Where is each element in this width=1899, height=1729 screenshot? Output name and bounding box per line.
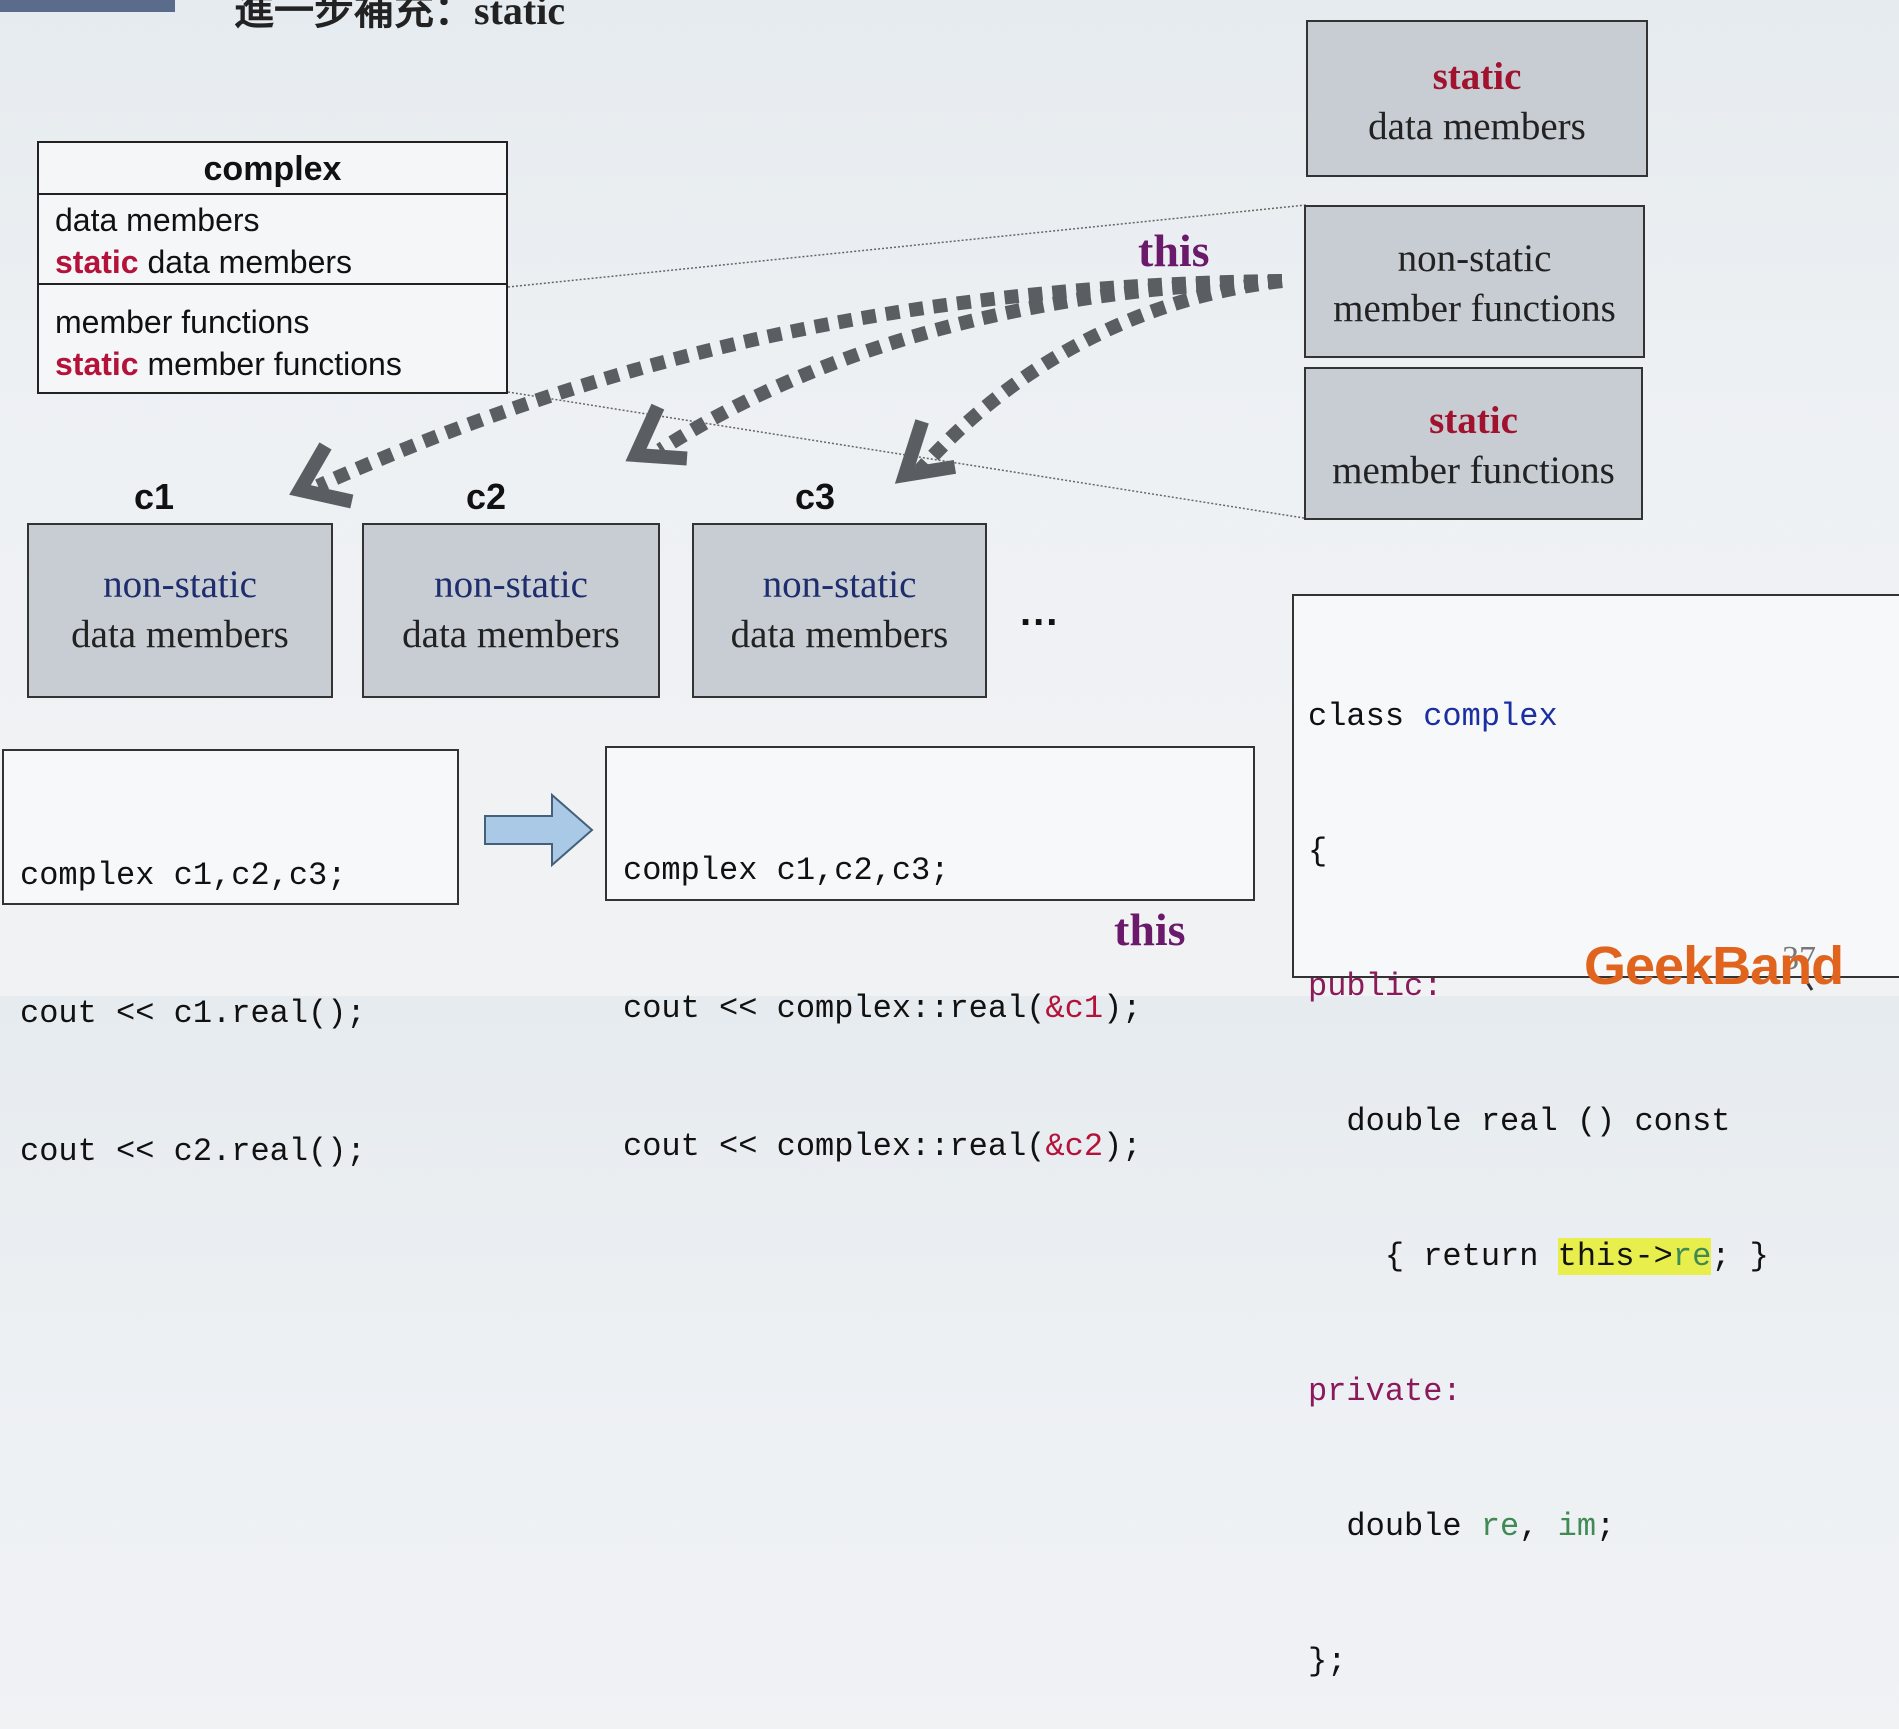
code-line: complex c1,c2,c3; <box>623 852 950 889</box>
code-text: ; <box>1596 1508 1616 1545</box>
address-of-c2: &c2 <box>1045 1128 1104 1165</box>
code-line: cout << c2.real(); <box>20 1133 366 1170</box>
access-specifier-private: private: <box>1308 1373 1462 1410</box>
static-keyword: static <box>55 244 139 280</box>
code-line: double re, im; <box>1308 1504 1899 1549</box>
code-text: cout << complex::real( <box>623 1128 1046 1165</box>
code-line: { return this->re; } <box>1308 1234 1899 1279</box>
member-im: im <box>1557 1508 1597 1545</box>
member-re: re <box>1672 1238 1712 1275</box>
class-definition-code: class complex { public: double real () c… <box>1292 594 1899 1680</box>
code-after: complex c1,c2,c3; cout << complex::real(… <box>605 746 1255 1165</box>
code-text: ); <box>1103 1128 1142 1165</box>
this-arrow-c2-head <box>625 403 688 466</box>
uml-static-func-line: static member functions <box>55 343 506 385</box>
uml-class-name: complex <box>39 143 506 195</box>
page-number: 37 <box>1782 940 1816 977</box>
member-re: re <box>1480 1508 1520 1545</box>
object-box-c2: non-static data members <box>362 523 660 698</box>
nonstatic-member-functions-box: non-static member functions <box>1304 205 1645 358</box>
this-arrow-c2 <box>656 274 1283 456</box>
object-box-c1: non-static data members <box>27 523 333 698</box>
geekband-logo: GeekBand <box>1584 936 1844 996</box>
static-member-functions-box: static member functions <box>1304 367 1643 520</box>
title-accent-bar <box>0 0 175 12</box>
object-label-c2: c2 <box>466 476 507 517</box>
static-keyword: static <box>55 346 139 382</box>
code-line: { <box>1308 833 1328 870</box>
code-line: }; <box>1308 1643 1347 1680</box>
class-name: complex <box>1423 698 1558 735</box>
transform-arrow <box>484 792 594 868</box>
object-label-c1: c1 <box>134 476 175 517</box>
uml-static-data-text: data members <box>138 244 353 280</box>
slide-title: 進一步補充：static <box>234 0 566 33</box>
nonstatic-label: non-static <box>762 563 917 606</box>
this-arrow-c1-head <box>289 442 354 509</box>
data-members-label: data members <box>71 613 289 656</box>
static-data-members-label: data members <box>1368 105 1586 148</box>
code-text: double <box>1308 1508 1481 1545</box>
code-line: class complex <box>1308 694 1899 739</box>
uml-class-box: complex data members static data members… <box>37 141 508 394</box>
code-line: double real () const <box>1308 1103 1731 1140</box>
ellipsis: ... <box>1020 590 1060 634</box>
data-members-label: data members <box>402 613 620 656</box>
code-text: , <box>1519 1508 1558 1545</box>
connector-line-upper <box>507 204 1307 288</box>
this-arrow-c3-head <box>894 419 957 484</box>
code-text: class <box>1308 698 1424 735</box>
static-keyword: static <box>1429 399 1518 442</box>
code-line: complex c1,c2,c3; <box>20 857 347 894</box>
data-members-label: data members <box>730 613 949 656</box>
nonstatic-label: non-static <box>1397 237 1552 280</box>
this-label-top: this <box>1138 225 1210 276</box>
code-text: ; } <box>1711 1238 1769 1275</box>
static-data-members-box: static data members <box>1306 20 1648 177</box>
nonstatic-label: non-static <box>434 563 588 606</box>
uml-static-data-line: static data members <box>55 241 506 283</box>
code-line: cout << complex::real(&c1); <box>623 986 1253 1032</box>
code-text: { return <box>1308 1238 1558 1275</box>
uml-static-func-text: member functions <box>138 346 402 382</box>
object-box-c3: non-static data members <box>692 523 987 698</box>
code-before: complex c1,c2,c3; cout << c1.real(); cou… <box>2 749 459 1170</box>
nonstatic-label: non-static <box>103 563 257 606</box>
this-label-bottom: this <box>1114 904 1186 955</box>
this-pointer-highlight: this-> <box>1557 1238 1673 1275</box>
uml-member-functions: member functions <box>55 304 310 340</box>
this-arrow-c3 <box>914 274 1283 475</box>
uml-data-section: data members static data members <box>39 195 506 285</box>
code-line: cout << c1.real(); <box>20 995 366 1032</box>
static-keyword: static <box>1432 55 1522 98</box>
code-line: cout << complex::real(&c2); <box>623 1124 1253 1170</box>
uml-function-section: member functions static member functions <box>39 285 506 385</box>
static-member-functions-label: member functions <box>1332 449 1615 492</box>
member-functions-label: member functions <box>1333 287 1616 330</box>
uml-data-members: data members <box>55 202 260 238</box>
object-label-c3: c3 <box>795 476 836 517</box>
